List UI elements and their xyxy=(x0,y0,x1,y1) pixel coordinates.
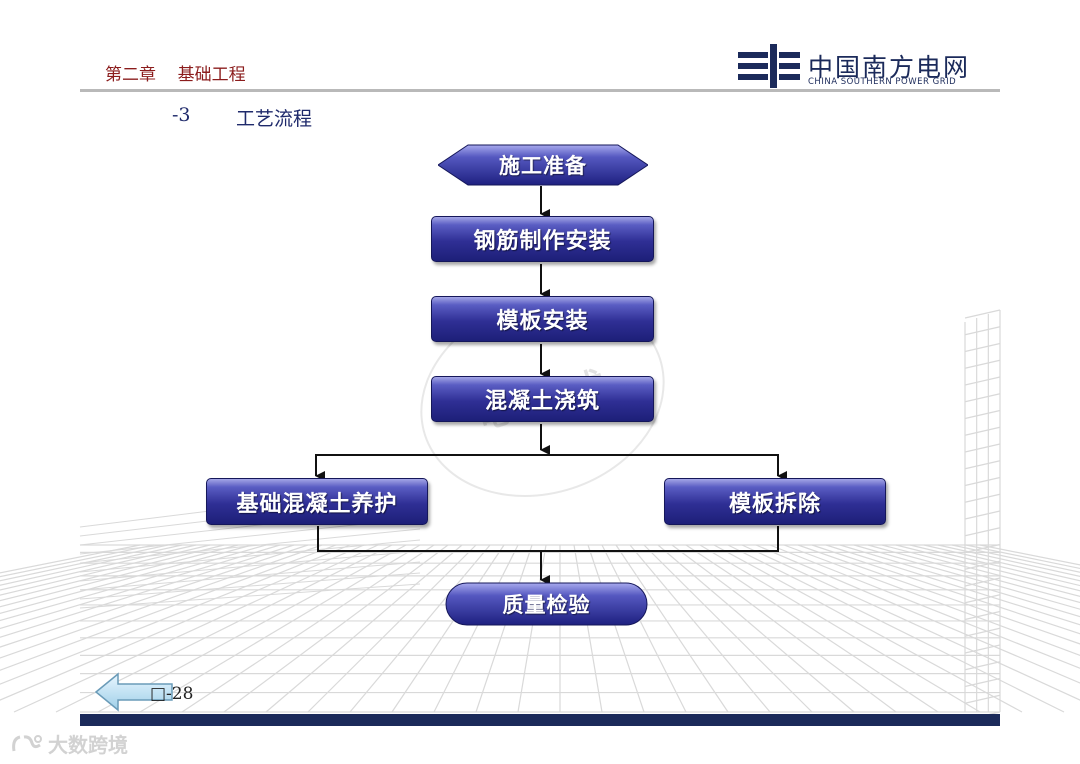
chapter-title: 第二章 基础工程 xyxy=(105,65,246,85)
section-title: 工艺流程 xyxy=(236,108,313,130)
flow-step-1: 钢筋制作安装 xyxy=(431,216,654,262)
company-logo: 中国南方电网 CHINA SOUTHERN POWER GRID xyxy=(738,44,1000,88)
logo-mark-icon xyxy=(738,44,800,88)
section-number: -3 xyxy=(172,104,191,126)
footer-watermark-brand: 大数跨境 xyxy=(10,729,128,758)
page-number: □-28 xyxy=(150,684,194,704)
back-arrow-icon[interactable] xyxy=(94,672,174,712)
flow-step-3: 混凝土浇筑 xyxy=(431,376,654,422)
header-divider xyxy=(80,89,1000,92)
flow-branch-right: 模板拆除 xyxy=(664,478,886,525)
flow-step-2: 模板安装 xyxy=(431,296,654,342)
flow-branch-left: 基础混凝土养护 xyxy=(206,478,428,525)
flow-end-node: 质量检验 xyxy=(445,582,648,626)
rounded-terminal-shape xyxy=(445,582,648,626)
flow-start-label: 施工准备 xyxy=(499,154,587,178)
flow-start-node: 施工准备 xyxy=(438,143,648,187)
flow-end-label: 质量检验 xyxy=(502,593,591,617)
logo-english-name: CHINA SOUTHERN POWER GRID xyxy=(808,77,957,87)
logo-chinese-name: 中国南方电网 xyxy=(808,53,971,82)
brand-glyph-icon xyxy=(12,734,42,751)
footer-bar xyxy=(80,714,1000,726)
hexagon-shape xyxy=(438,144,648,186)
footer-brand-text: 大数跨境 xyxy=(48,733,128,757)
